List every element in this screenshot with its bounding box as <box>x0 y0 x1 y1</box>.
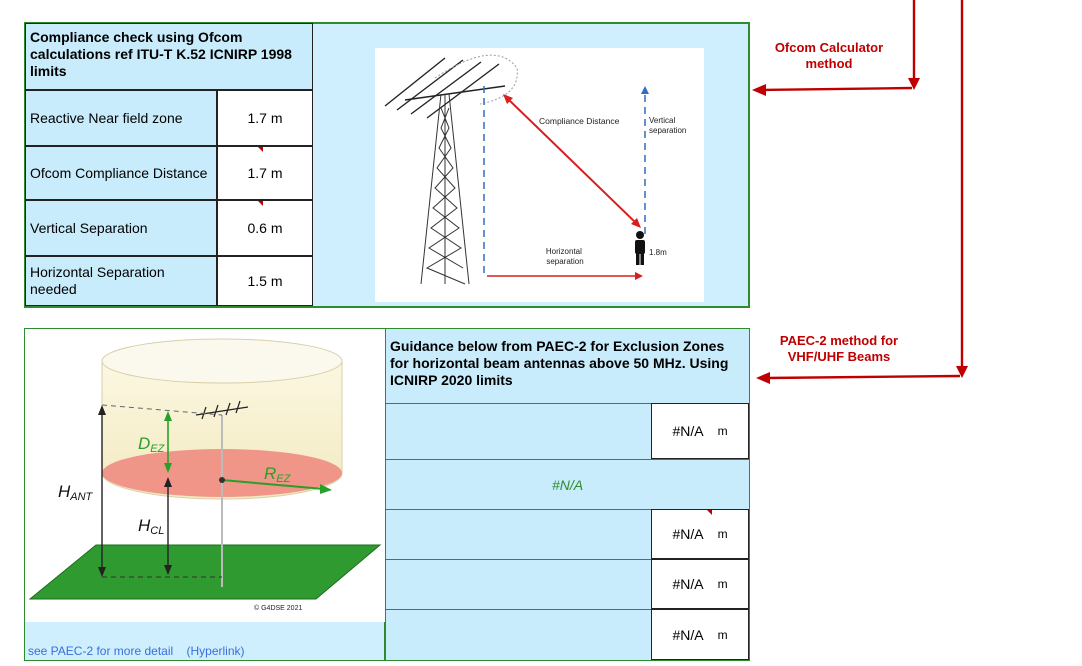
comment-indicator <box>707 510 712 515</box>
ofcom-row-value-1[interactable]: 1.7 m <box>217 146 313 200</box>
ofcom-title: Compliance check using Ofcom calculation… <box>25 23 313 90</box>
paec-hyperlink[interactable]: see PAEC-2 for more detail (Hyperlink) <box>28 644 245 658</box>
d-ez-label: DEZ <box>138 434 166 455</box>
near-field-arc-icon <box>434 54 518 105</box>
ofcom-diagram-svg: Compliance Distance Vertical separation … <box>384 54 686 285</box>
yagi-antenna-icon <box>384 57 506 119</box>
vertical-separation-line1: Vertical <box>649 116 675 125</box>
paec-row-label-0 <box>385 403 651 459</box>
person-icon <box>635 231 645 265</box>
paec-row-label-1 <box>385 509 651 559</box>
comment-indicator <box>258 201 263 206</box>
person-height-label: 1.8m <box>649 248 667 257</box>
paec-method-note: PAEC-2 method for VHF/UHF Beams <box>779 333 899 364</box>
arrow-down-icon <box>956 366 968 378</box>
ofcom-method-note: Ofcom Calculator method <box>774 40 884 71</box>
exclusion-zone-diagram: DEZ REZ HANT HCL © G4DSE 2021 <box>26 331 384 622</box>
arrow-left-icon <box>752 84 766 96</box>
lattice-tower-icon <box>420 93 470 285</box>
ofcom-row-label-2: Vertical Separation <box>25 200 217 256</box>
paec-row-label-2 <box>385 559 651 609</box>
vertical-separation-label: Vertical separation <box>649 116 686 135</box>
ofcom-row-value-3[interactable]: 1.5 m <box>217 256 313 306</box>
ofcom-row-label-0: Reactive Near field zone <box>25 90 217 146</box>
ofcom-row-label-1: Ofcom Compliance Distance <box>25 146 217 200</box>
ofcom-row-label-3: Horizontal Separation needed <box>25 256 217 306</box>
ofcom-row-value-0[interactable]: 1.7 m <box>217 90 313 146</box>
paec-merged-row[interactable]: #N/A <box>385 459 749 509</box>
compliance-distance-label: Compliance Distance <box>539 116 620 126</box>
arrow-left-icon <box>756 372 770 384</box>
paec-merged-value: #N/A <box>551 476 584 493</box>
ofcom-compliance-diagram: Compliance Distance Vertical separation … <box>375 48 704 302</box>
connector-arrows <box>752 0 968 384</box>
h-ant-label: HANT <box>58 482 94 503</box>
ofcom-row-value-2[interactable]: 0.6 m <box>217 200 313 256</box>
h-cl-label: HCL <box>138 516 164 537</box>
r-ez-label: REZ <box>264 464 292 485</box>
horizontal-separation-label: Horizontal separation <box>546 247 584 266</box>
vertical-separation-line2: separation <box>649 126 686 135</box>
comment-indicator <box>258 147 263 152</box>
copyright-label: © G4DSE 2021 <box>254 604 302 612</box>
paec-title: Guidance below from PAEC-2 for Exclusion… <box>385 329 749 403</box>
paec-link-cell <box>25 622 385 660</box>
paec-row-label-3 <box>385 609 651 660</box>
exclusion-zone-svg: DEZ REZ HANT HCL © G4DSE 2021 <box>28 338 382 612</box>
arrow-down-icon <box>908 78 920 90</box>
